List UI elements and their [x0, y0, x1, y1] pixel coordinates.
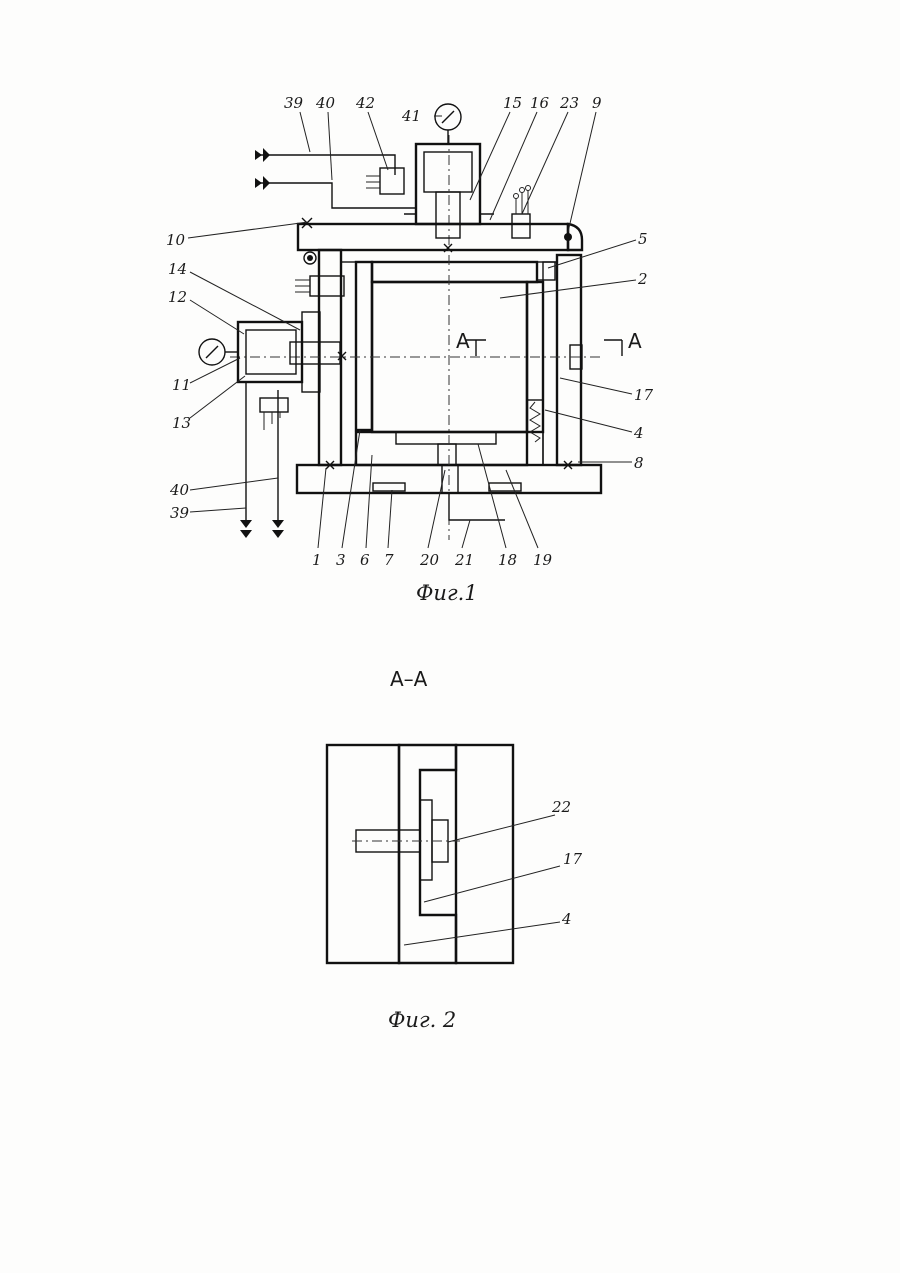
label-41: 41 [401, 107, 421, 125]
label-2: 2 [637, 270, 648, 288]
valve-block [380, 168, 404, 194]
label-6: 6 [360, 551, 370, 569]
bottom-plate [356, 432, 527, 465]
label-17: 17 [634, 386, 654, 404]
label-7: 7 [384, 551, 394, 569]
label-4: 4 [633, 424, 644, 442]
gear-rack [396, 432, 496, 444]
label-19: 19 [533, 551, 553, 569]
label-1: 1 [312, 551, 322, 569]
label-23: 23 [559, 94, 579, 112]
figure-1: 39 40 42 41 15 16 23 9 10 5 14 2 12 А А … [166, 94, 654, 605]
sensor-side [310, 276, 344, 296]
label-16: 16 [530, 94, 550, 112]
fig2-label-4: 4 [561, 910, 572, 928]
inner-lid [372, 262, 537, 282]
label-9: 9 [592, 94, 602, 112]
label-12: 12 [168, 288, 187, 306]
figure-2-caption: Фиг. 2 [388, 1008, 456, 1032]
label-18: 18 [498, 551, 517, 569]
label-21: 21 [454, 551, 474, 569]
fig2-label-17: 17 [563, 850, 583, 868]
label-39-top: 39 [284, 94, 304, 112]
label-15: 15 [503, 94, 522, 112]
inner-left-wall [356, 262, 372, 430]
label-13: 13 [172, 414, 191, 432]
figure-1-caption: Фиг.1 [416, 581, 478, 605]
fig2-label-22: 22 [551, 798, 571, 816]
right-outer-wall [557, 255, 581, 465]
section-marker-right: А [628, 329, 642, 353]
label-10: 10 [166, 231, 186, 249]
section-title: А–А [390, 667, 428, 691]
label-14: 14 [168, 260, 187, 278]
section-marker-left: А [456, 329, 470, 353]
label-39-bottom: 39 [170, 504, 190, 522]
label-20: 20 [419, 551, 440, 569]
label-8: 8 [634, 454, 644, 472]
label-11: 11 [172, 376, 191, 394]
sensor-top [512, 214, 530, 238]
top-plate [298, 224, 568, 250]
label-40-top: 40 [315, 94, 336, 112]
label-5: 5 [638, 230, 648, 248]
figure-2: 22 17 4 Фиг. 2 [327, 745, 583, 1032]
label-3: 3 [336, 551, 346, 569]
label-40-bottom: 40 [169, 481, 190, 499]
label-42: 42 [355, 94, 375, 112]
top-cylinder [416, 144, 480, 224]
left-cylinder [238, 322, 302, 382]
fig2-left-body [327, 745, 399, 963]
